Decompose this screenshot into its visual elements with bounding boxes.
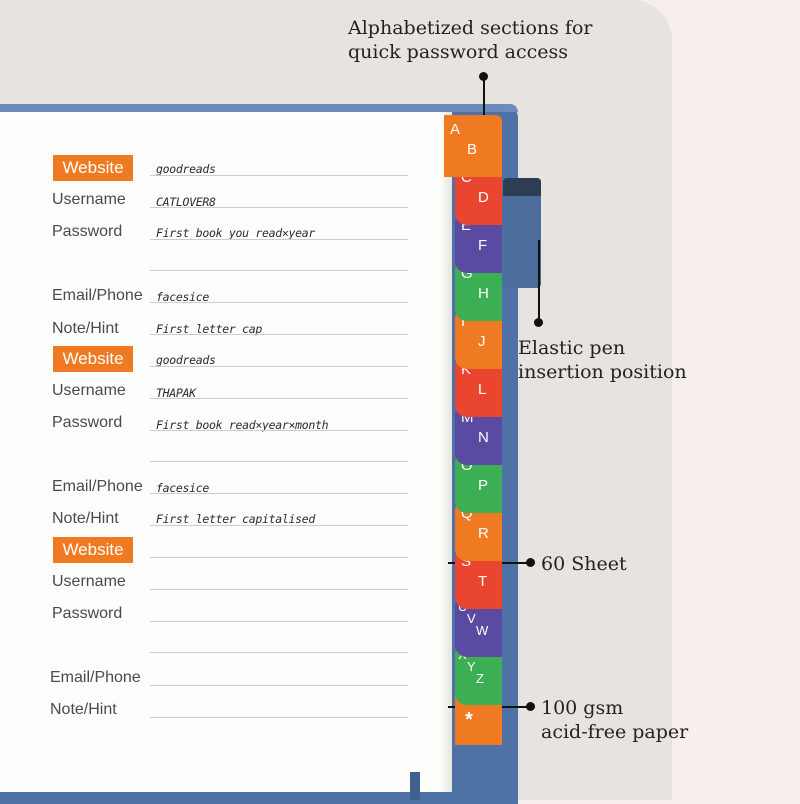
callout-paper: 100 gsm acid-free paper bbox=[541, 697, 689, 743]
elastic-pen-loop bbox=[503, 178, 541, 288]
password-value-1: First book you read×year bbox=[156, 226, 315, 240]
website-label-1: Website bbox=[53, 155, 133, 181]
tab-letter: Q bbox=[461, 505, 473, 522]
tab-letter: W bbox=[476, 623, 489, 638]
email-label-2: Email/Phone bbox=[52, 478, 143, 495]
callout-sections: Alphabetized sections for quick password… bbox=[348, 17, 593, 63]
line bbox=[150, 557, 408, 558]
page-stack-edge bbox=[440, 112, 452, 792]
note-value-2: First letter capitalised bbox=[156, 512, 315, 526]
tab-letter: E bbox=[461, 217, 472, 234]
line bbox=[150, 398, 408, 399]
callout-dot bbox=[526, 558, 535, 567]
email-label-1: Email/Phone bbox=[52, 287, 143, 304]
line bbox=[150, 685, 408, 686]
callout-pen: Elastic pen insertion position bbox=[518, 337, 687, 383]
tab-letter: T bbox=[478, 573, 488, 590]
tab-letter: J bbox=[478, 333, 486, 350]
line bbox=[150, 334, 408, 335]
line bbox=[150, 366, 408, 367]
tab-letter: I bbox=[461, 313, 466, 330]
website-label-3: Website bbox=[53, 537, 133, 563]
tab-letter: R bbox=[478, 525, 489, 542]
elastic-pen-loop-top bbox=[503, 178, 541, 196]
website-label-2: Website bbox=[53, 346, 133, 372]
line bbox=[150, 302, 408, 303]
line bbox=[150, 461, 408, 462]
note-value-1: First letter cap bbox=[156, 322, 262, 336]
line bbox=[150, 207, 408, 208]
tab-letter: S bbox=[461, 553, 472, 570]
notebook-cover-edge bbox=[0, 104, 518, 112]
tab-letter: Z bbox=[476, 671, 484, 686]
line bbox=[150, 270, 408, 271]
note-label-1: Note/Hint bbox=[52, 320, 119, 337]
tab-letter: B bbox=[467, 141, 478, 158]
notebook-page bbox=[0, 112, 446, 792]
tab-letter: O bbox=[461, 457, 473, 474]
line bbox=[150, 589, 408, 590]
username-label-2: Username bbox=[52, 382, 126, 399]
line bbox=[150, 239, 408, 240]
line bbox=[150, 717, 408, 718]
note-label-3: Note/Hint bbox=[50, 701, 117, 718]
email-value-2: facesice bbox=[156, 481, 209, 495]
username-label-3: Username bbox=[52, 573, 126, 590]
email-label-3: Email/Phone bbox=[50, 669, 141, 686]
callout-line bbox=[483, 76, 485, 134]
tab-letter: C bbox=[461, 169, 472, 186]
tab-letter: F bbox=[478, 237, 488, 254]
tab-letter: * bbox=[465, 709, 473, 731]
callout-dot bbox=[526, 702, 535, 711]
username-value-2: THAPAK bbox=[156, 386, 196, 400]
tab-letter: L bbox=[478, 381, 487, 398]
tab-letter: A bbox=[450, 121, 461, 138]
callout-dot bbox=[534, 318, 543, 327]
line bbox=[150, 493, 408, 494]
password-label-3: Password bbox=[52, 605, 123, 622]
password-label-1: Password bbox=[52, 223, 123, 240]
tab-letter: D bbox=[478, 189, 489, 206]
callout-sheets: 60 Sheet bbox=[541, 553, 627, 575]
username-value-1: CATLOVER8 bbox=[156, 195, 216, 209]
tab-letter: P bbox=[478, 477, 489, 494]
website-value-1: goodreads bbox=[156, 162, 216, 176]
line bbox=[150, 430, 408, 431]
tab-letter: Y bbox=[467, 659, 476, 674]
bookmark-ribbon bbox=[410, 772, 420, 800]
note-label-2: Note/Hint bbox=[52, 510, 119, 527]
line bbox=[150, 621, 408, 622]
line bbox=[150, 525, 408, 526]
line bbox=[150, 175, 408, 176]
username-label-1: Username bbox=[52, 191, 126, 208]
password-label-2: Password bbox=[52, 414, 123, 431]
tab-letter: G bbox=[461, 265, 473, 282]
line bbox=[150, 652, 408, 653]
password-value-2: First book read×year×month bbox=[156, 418, 329, 432]
email-value-1: facesice bbox=[156, 290, 209, 304]
tab-letter: K bbox=[461, 361, 472, 378]
tab-letter: N bbox=[478, 429, 489, 446]
tab-letter: V bbox=[467, 611, 476, 626]
website-value-2: goodreads bbox=[156, 353, 216, 367]
callout-line bbox=[538, 240, 540, 322]
tab-letter: H bbox=[478, 285, 489, 302]
